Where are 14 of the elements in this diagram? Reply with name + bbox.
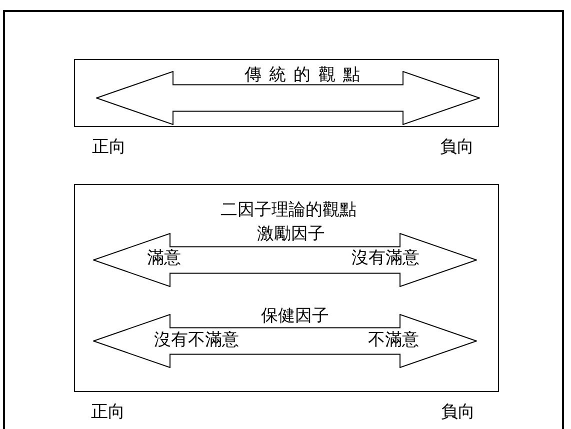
direction-label: 正向	[92, 138, 126, 155]
arrow-title: 激勵因子	[257, 225, 325, 242]
outline-box	[74, 59, 499, 127]
right-end-label: 沒有滿意	[352, 249, 420, 266]
left-end-label: 沒有不滿意	[154, 331, 239, 348]
direction-label: 正向	[91, 403, 125, 420]
arrow-title: 傳 統 的 觀 點	[244, 66, 362, 83]
panel-title: 二因子理論的觀點	[220, 200, 356, 218]
outline-box	[74, 184, 499, 392]
right-end-label: 不滿意	[368, 331, 419, 348]
direction-label: 負向	[441, 403, 475, 420]
direction-label: 負向	[440, 138, 474, 155]
arrow-title: 保健因子	[261, 307, 329, 324]
left-end-label: 滿意	[147, 249, 181, 266]
